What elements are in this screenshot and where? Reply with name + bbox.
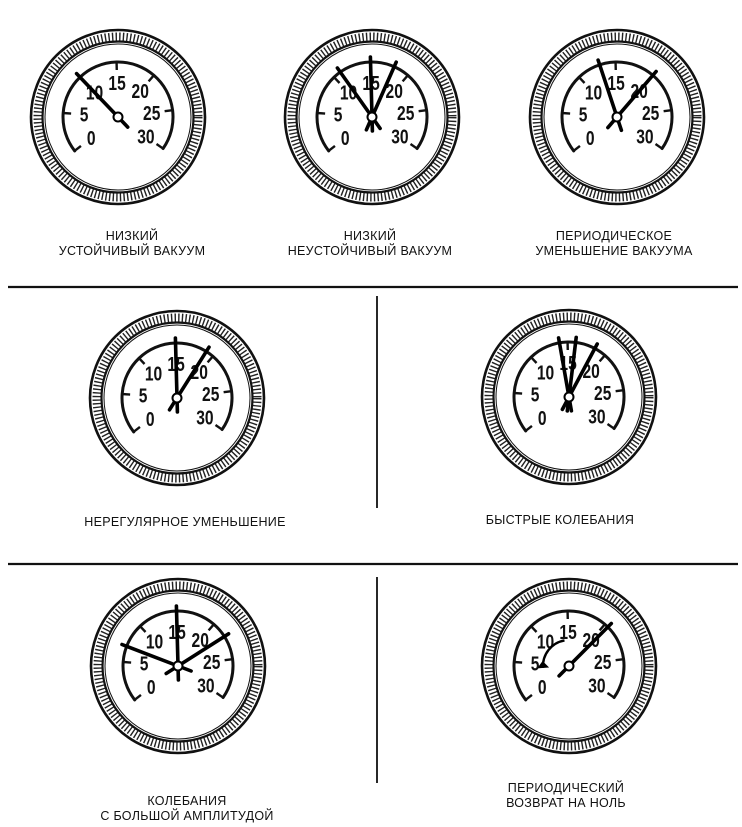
gauge-tick-label: 0 xyxy=(586,127,595,149)
caption-line: УСТОЙЧИВЫЙ ВАКУУМ xyxy=(29,244,235,259)
gauge-tick-label: 25 xyxy=(594,651,611,673)
gauge-tick-label: 5 xyxy=(139,385,148,407)
gauge-tick-label: 25 xyxy=(397,102,414,124)
caption-line: КОЛЕБАНИЯ xyxy=(82,794,292,809)
gauge-needle-hub xyxy=(613,113,622,122)
caption-line: НИЗКИЙ xyxy=(265,229,475,244)
gauge-tick-label: 0 xyxy=(87,127,96,149)
gauge-tick xyxy=(122,394,130,395)
caption-line: НИЗКИЙ xyxy=(29,229,235,244)
gauge-tick xyxy=(224,391,232,392)
gauge-tick xyxy=(514,393,522,394)
gauge-tick xyxy=(165,110,173,111)
gauge-tick-label: 30 xyxy=(196,407,213,429)
gauge-tick-label: 25 xyxy=(594,382,611,404)
gauge-tick xyxy=(562,113,570,114)
gauge-tick-label: 10 xyxy=(537,362,554,384)
caption-line: С БОЛЬШОЙ АМПЛИТУДОЙ xyxy=(82,809,292,824)
caption-low-unsteady: НИЗКИЙ НЕУСТОЙЧИВЫЙ ВАКУУМ xyxy=(265,229,475,259)
gauge-tick-label: 30 xyxy=(588,675,605,697)
gauge-needle-hub xyxy=(114,113,123,122)
gauge-tick-label: 30 xyxy=(137,126,154,148)
gauge-tick-label: 5 xyxy=(579,104,588,126)
gauge-tick-label: 25 xyxy=(642,102,659,124)
gauge-tick-label: 5 xyxy=(334,104,343,126)
gauge-tick-label: 30 xyxy=(197,675,214,697)
caption-rapid-fluctuations: БЫСТРЫЕ КОЛЕБАНИЯ xyxy=(460,513,660,528)
caption-line: БЫСТРЫЕ КОЛЕБАНИЯ xyxy=(460,513,660,528)
gauge-tick-label: 5 xyxy=(531,653,540,675)
gauge-tick-label: 25 xyxy=(143,102,160,124)
caption-irregular-decrease: НЕРЕГУЛЯРНОЕ УМЕНЬШЕНИЕ xyxy=(60,515,310,530)
caption-line: ВОЗВРАТ НА НОЛЬ xyxy=(466,796,666,811)
gauge-tick-label: 5 xyxy=(531,384,540,406)
gauge-tick-label: 0 xyxy=(341,127,350,149)
gauge-tick-label: 10 xyxy=(146,631,163,653)
gauge-tick xyxy=(616,390,624,391)
gauge-needle-hub xyxy=(565,393,574,402)
gauge-tick-label: 30 xyxy=(391,126,408,148)
caption-periodic-decrease: ПЕРИОДИЧЕСКОЕ УМЕНЬШЕНИЕ ВАКУУМА xyxy=(506,229,722,259)
gauge-tick-label: 10 xyxy=(585,82,602,104)
gauge-tick-label: 0 xyxy=(147,676,156,698)
gauge-tick-label: 25 xyxy=(202,383,219,405)
gauge-tick xyxy=(123,662,131,663)
gauge-tick xyxy=(664,110,672,111)
caption-low-steady: НИЗКИЙ УСТОЙЧИВЫЙ ВАКУУМ xyxy=(29,229,235,259)
caption-line: НЕРЕГУЛЯРНОЕ УМЕНЬШЕНИЕ xyxy=(60,515,310,530)
gauge-tick xyxy=(63,113,71,114)
gauge-tick-label: 20 xyxy=(132,80,149,102)
gauge-tick-label: 30 xyxy=(636,126,653,148)
gauge-irregular-decrease: 051015202530 xyxy=(90,311,264,485)
gauge-tick xyxy=(317,113,325,114)
gauge-tick xyxy=(225,659,233,660)
gauge-tick-label: 0 xyxy=(538,676,547,698)
caption-line: ПЕРИОДИЧЕСКОЕ xyxy=(506,229,722,244)
gauge-tick-label: 25 xyxy=(203,651,220,673)
gauge-tick-label: 5 xyxy=(80,104,89,126)
gauge-needle-hub xyxy=(368,113,377,122)
gauge-tick-label: 0 xyxy=(538,407,547,429)
gauge-tick-label: 15 xyxy=(108,72,125,94)
gauge-tick-label: 30 xyxy=(588,406,605,428)
gauge-needle-hub xyxy=(173,394,182,403)
gauge-tick-label: 0 xyxy=(146,408,155,430)
gauge-tick-label: 10 xyxy=(537,631,554,653)
gauge-needle-hub xyxy=(174,662,183,671)
gauge-tick xyxy=(514,662,522,663)
caption-line: УМЕНЬШЕНИЕ ВАКУУМА xyxy=(506,244,722,259)
gauge-large-amplitude: 051015202530 xyxy=(91,579,265,753)
gauge-needle-hub xyxy=(565,662,574,671)
caption-large-amplitude: КОЛЕБАНИЯ С БОЛЬШОЙ АМПЛИТУДОЙ xyxy=(82,794,292,824)
gauge-tick xyxy=(419,110,427,111)
caption-periodic-return: ПЕРИОДИЧЕСКИЙ ВОЗВРАТ НА НОЛЬ xyxy=(466,781,666,811)
caption-line: НЕУСТОЙЧИВЫЙ ВАКУУМ xyxy=(265,244,475,259)
gauge-tick xyxy=(616,659,624,660)
gauge-tick-label: 10 xyxy=(145,363,162,385)
caption-line: ПЕРИОДИЧЕСКИЙ xyxy=(466,781,666,796)
